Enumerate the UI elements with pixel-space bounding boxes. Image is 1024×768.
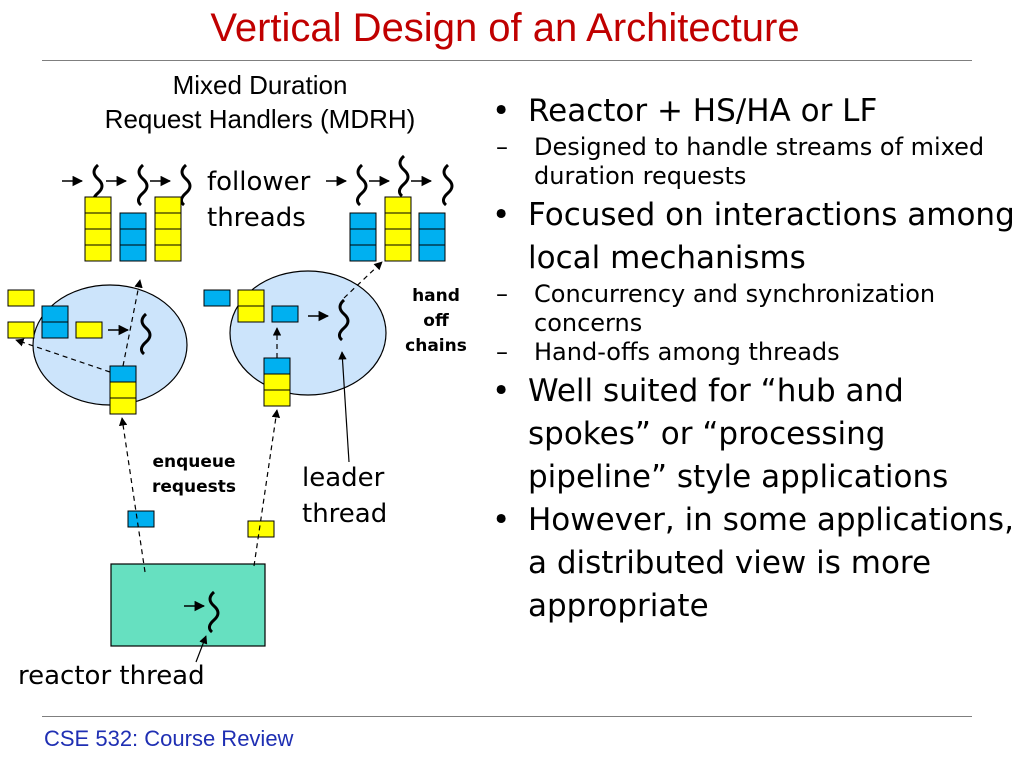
slide-title: Vertical Design of an Architecture [210, 6, 800, 50]
enqueue-line2: requests [151, 477, 237, 497]
follower-threads-right [326, 154, 454, 207]
bullet-2-sub-1: Concurrency and synchronization concerns [488, 280, 1018, 338]
bullet-4: However, in some applications, a distrib… [488, 499, 1018, 628]
bullet-1-sublist: Designed to handle streams of mixed dura… [488, 133, 1018, 191]
caption-line2: Request Handlers (MDRH) [104, 104, 416, 134]
right-pool-requests [203, 289, 299, 407]
bullet-1-sub-1: Designed to handle streams of mixed dura… [488, 133, 1018, 191]
bullet-1: Reactor + HS/HA or LF [488, 90, 1018, 133]
footer-course: CSE 532: Course Review [44, 726, 294, 751]
reactor-thread-label: reactor thread [18, 661, 205, 691]
bullet-3-text: Well suited for “hub and spokes” or “pro… [528, 373, 949, 495]
bullet-2-sub-2: Hand-offs among threads [488, 338, 1018, 367]
handoff-chains-label: hand off chains [394, 284, 478, 359]
leader-thread [337, 298, 350, 342]
handoff-line1: hand [412, 286, 460, 306]
bullet-2: Focused on interactions among local mech… [488, 194, 1018, 280]
bullet-3: Well suited for “hub and spokes” or “pro… [488, 370, 1018, 499]
bullet-2-subs: Concurrency and synchronization concerns… [488, 280, 1018, 367]
enqueue-request-cyan [127, 510, 155, 528]
footer-rule [42, 716, 972, 717]
bullet-1-subs: Designed to handle streams of mixed dura… [488, 133, 1018, 191]
follower-line1: follower [207, 167, 311, 197]
left-pool-thread [139, 312, 152, 356]
enqueue-line1: enqueue [152, 452, 236, 472]
leader-thread-label: leader thread [302, 460, 387, 532]
bullet-list: Reactor + HS/HA or LF Designed to handle… [488, 90, 1018, 628]
enqueue-request-yellow [247, 520, 275, 538]
handoff-line2: off [423, 311, 449, 331]
request-queues-right [349, 196, 446, 262]
title-rule [42, 60, 972, 61]
bullet-4-text: However, in some applications, a distrib… [528, 502, 1014, 624]
mdrh-diagram: Mixed Duration Request Handlers (MDRH) f… [0, 60, 484, 710]
bullet-2-text: Focused on interactions among local mech… [528, 197, 1015, 276]
follower-line2: threads [207, 203, 306, 233]
diagram-caption: Mixed Duration Request Handlers (MDRH) [20, 68, 500, 136]
leader-line1: leader [302, 463, 385, 493]
left-pool-requests [7, 289, 137, 415]
bullet-2-sublist: Concurrency and synchronization concerns… [488, 280, 1018, 367]
leader-line2: thread [302, 499, 388, 529]
handoff-line3: chains [405, 336, 467, 356]
enqueue-requests-label: enqueue requests [134, 450, 254, 500]
bullet-1-text: Reactor + HS/HA or LF [528, 93, 878, 129]
reactor-box [110, 563, 266, 647]
caption-line1: Mixed Duration [172, 70, 348, 100]
diagram-graphic [7, 154, 454, 663]
request-queues-left [84, 196, 182, 262]
follower-threads-label: follower threads [207, 164, 310, 236]
reactor-thread-icon [207, 590, 220, 634]
